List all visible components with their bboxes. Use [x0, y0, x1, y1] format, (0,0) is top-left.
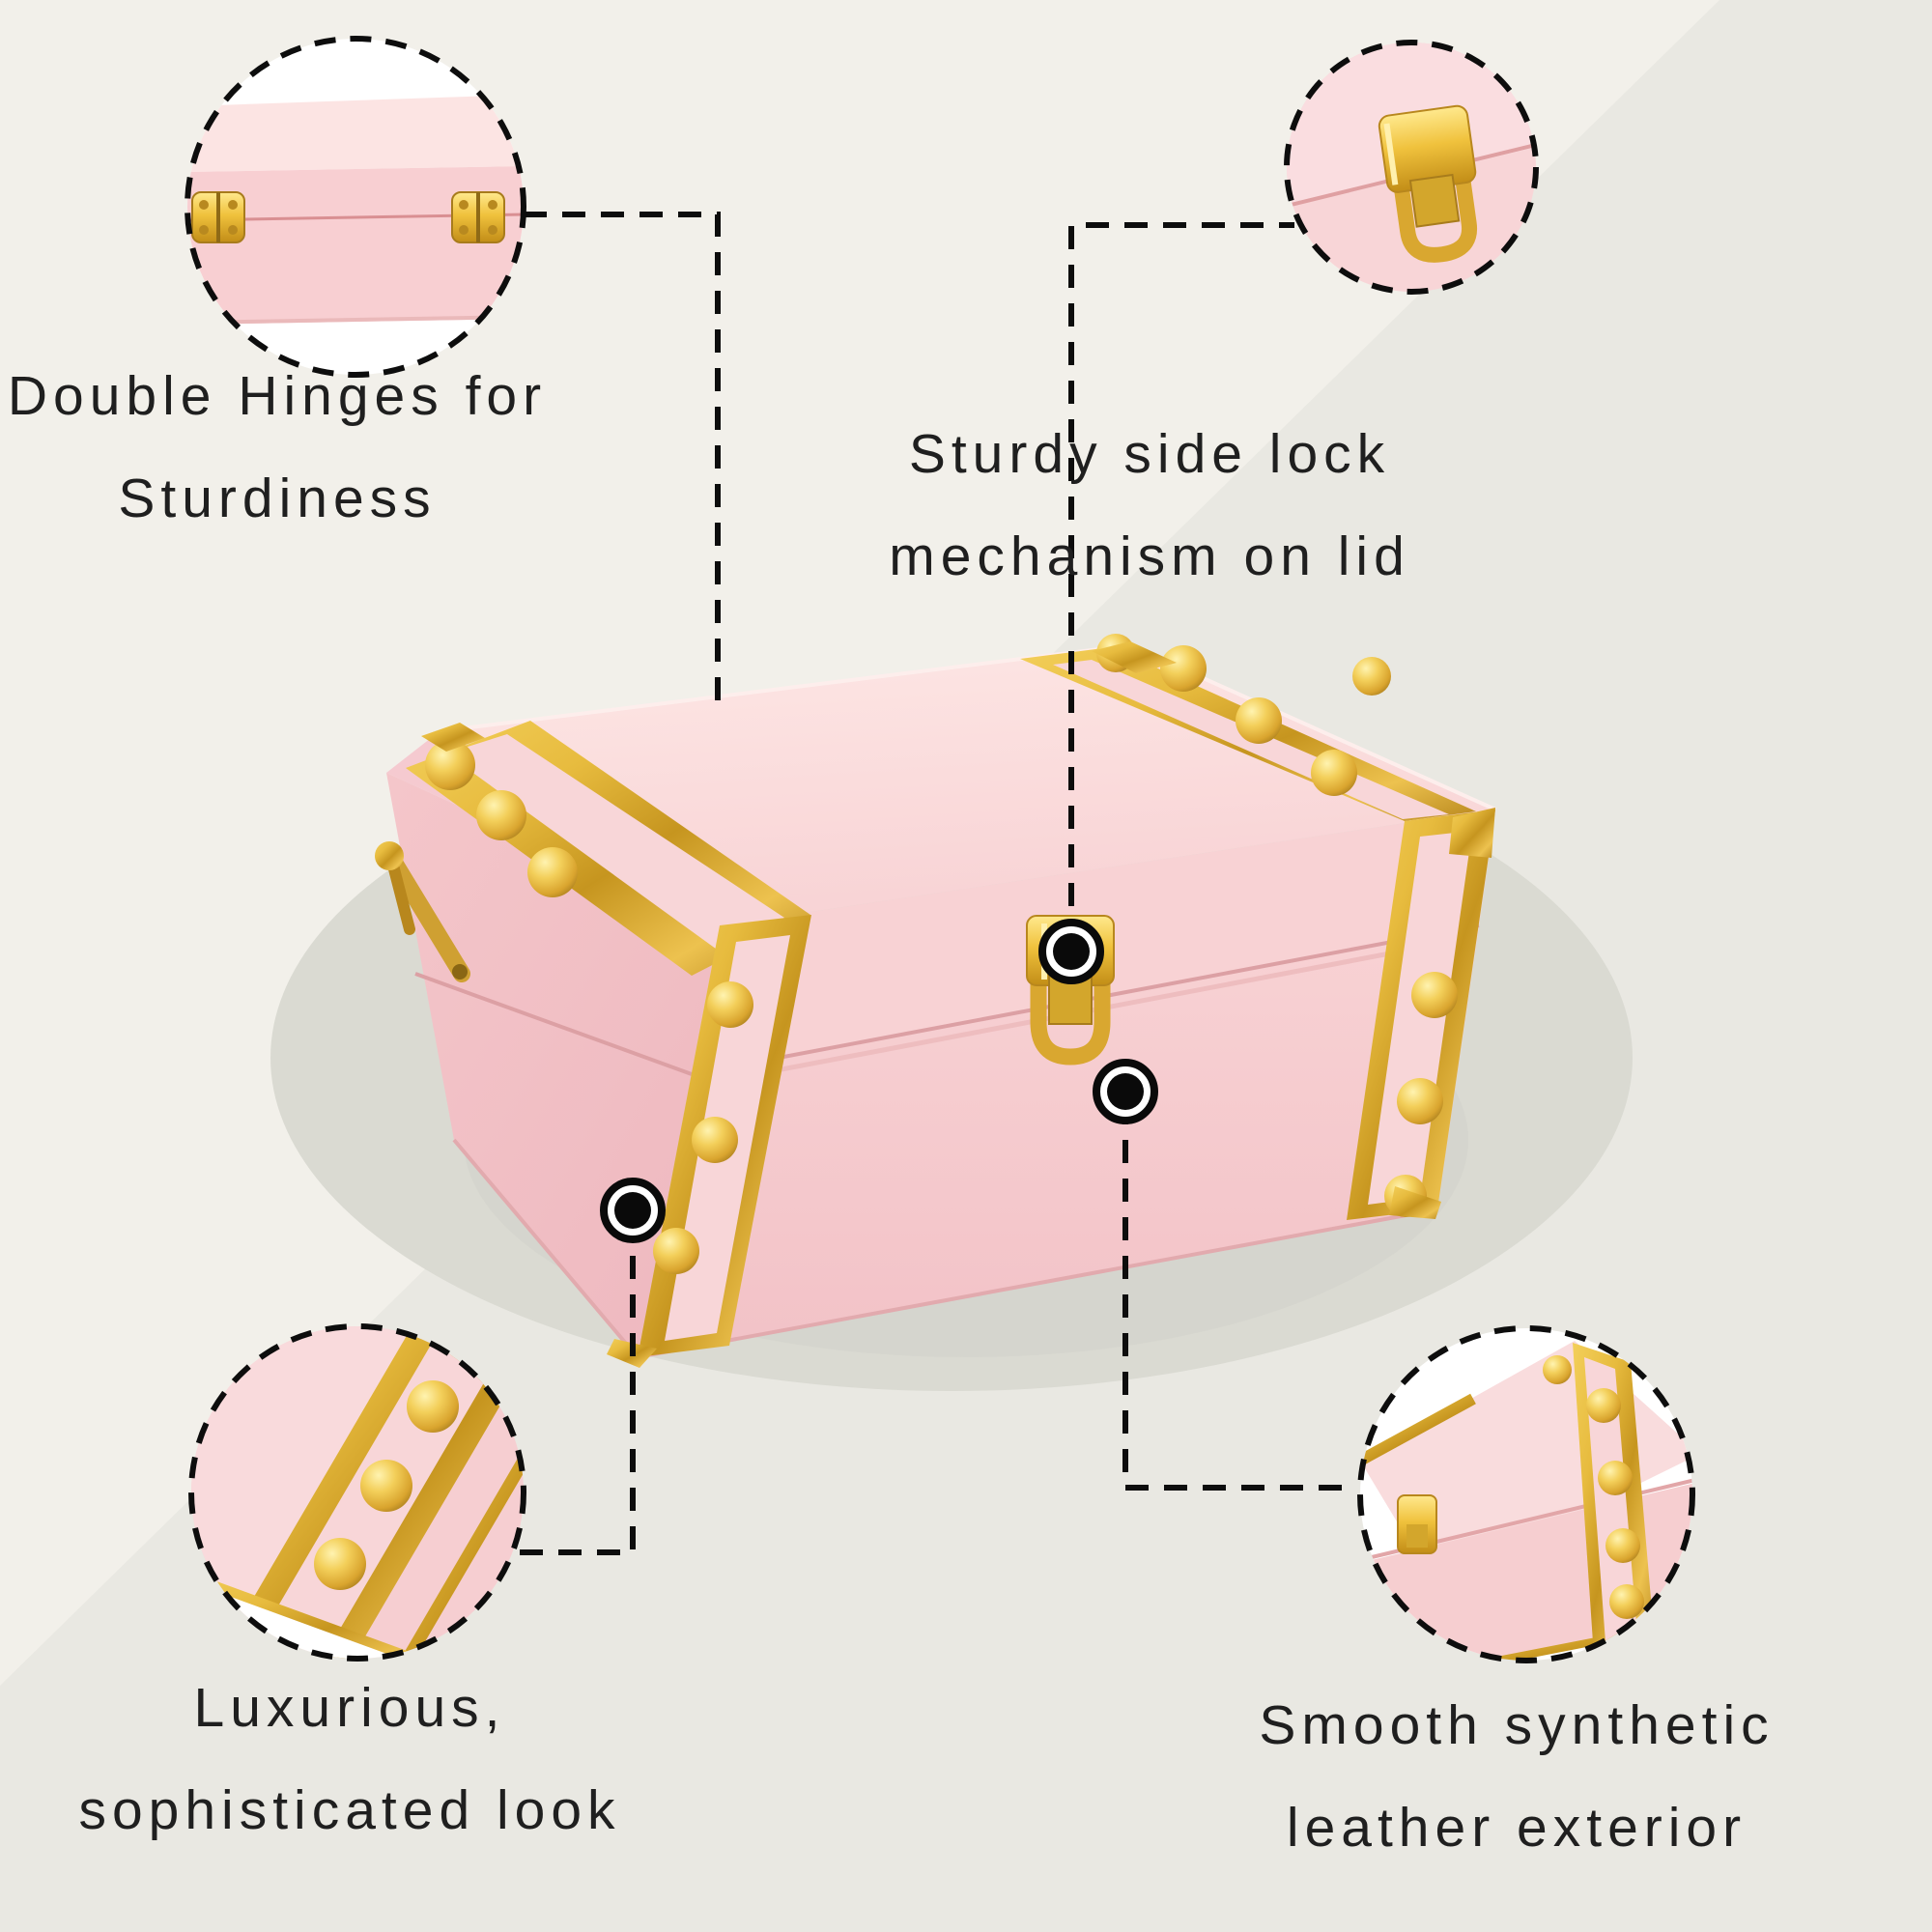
lock-zoom-icon [1378, 104, 1478, 263]
label-line: Luxurious, [193, 1677, 506, 1739]
connector-bottom-right [1122, 1101, 1354, 1491]
callout-circle-hinges [185, 36, 526, 378]
callout-circle-lock [1284, 40, 1539, 295]
label-line: Sturdy side lock [908, 423, 1391, 485]
label-line: Sturdiness [118, 468, 437, 529]
marker-dots [600, 919, 1158, 1243]
jewelry-box [375, 634, 1496, 1368]
marker-dot-lock [1038, 919, 1104, 984]
marker-dot-leather [1093, 1059, 1158, 1124]
box-body-front [638, 925, 1479, 1357]
connector-top-left [524, 212, 721, 715]
right-trim-strap [1020, 634, 1495, 1220]
label-line: mechanism on lid [889, 526, 1410, 587]
label-side-lock: Sturdy side lock mechanism on lid [811, 403, 1488, 608]
connector-top-right [1068, 222, 1294, 945]
label-line: leather exterior [1286, 1797, 1747, 1859]
box-seam-left [414, 972, 693, 1076]
label-line: sophisticated look [78, 1779, 621, 1841]
label-line: Double Hinges for [7, 365, 548, 427]
label-smooth-leather: Smooth synthetic leather exterior [1179, 1674, 1855, 1879]
handle-icon [375, 841, 470, 982]
label-line: Smooth synthetic [1259, 1694, 1775, 1756]
marker-dot-corner [600, 1178, 666, 1243]
callout-circle-leather [1357, 1325, 1695, 1663]
hinge-icon [191, 191, 245, 243]
left-trim-strap [406, 721, 811, 1357]
label-luxurious: Luxurious, sophisticated look [12, 1657, 688, 1861]
gold-corner-caps [421, 641, 1495, 1368]
latch-small-icon [1397, 1494, 1437, 1554]
label-double-hinges: Double Hinges for Sturdiness [0, 345, 615, 550]
hinge-icon [451, 191, 505, 243]
